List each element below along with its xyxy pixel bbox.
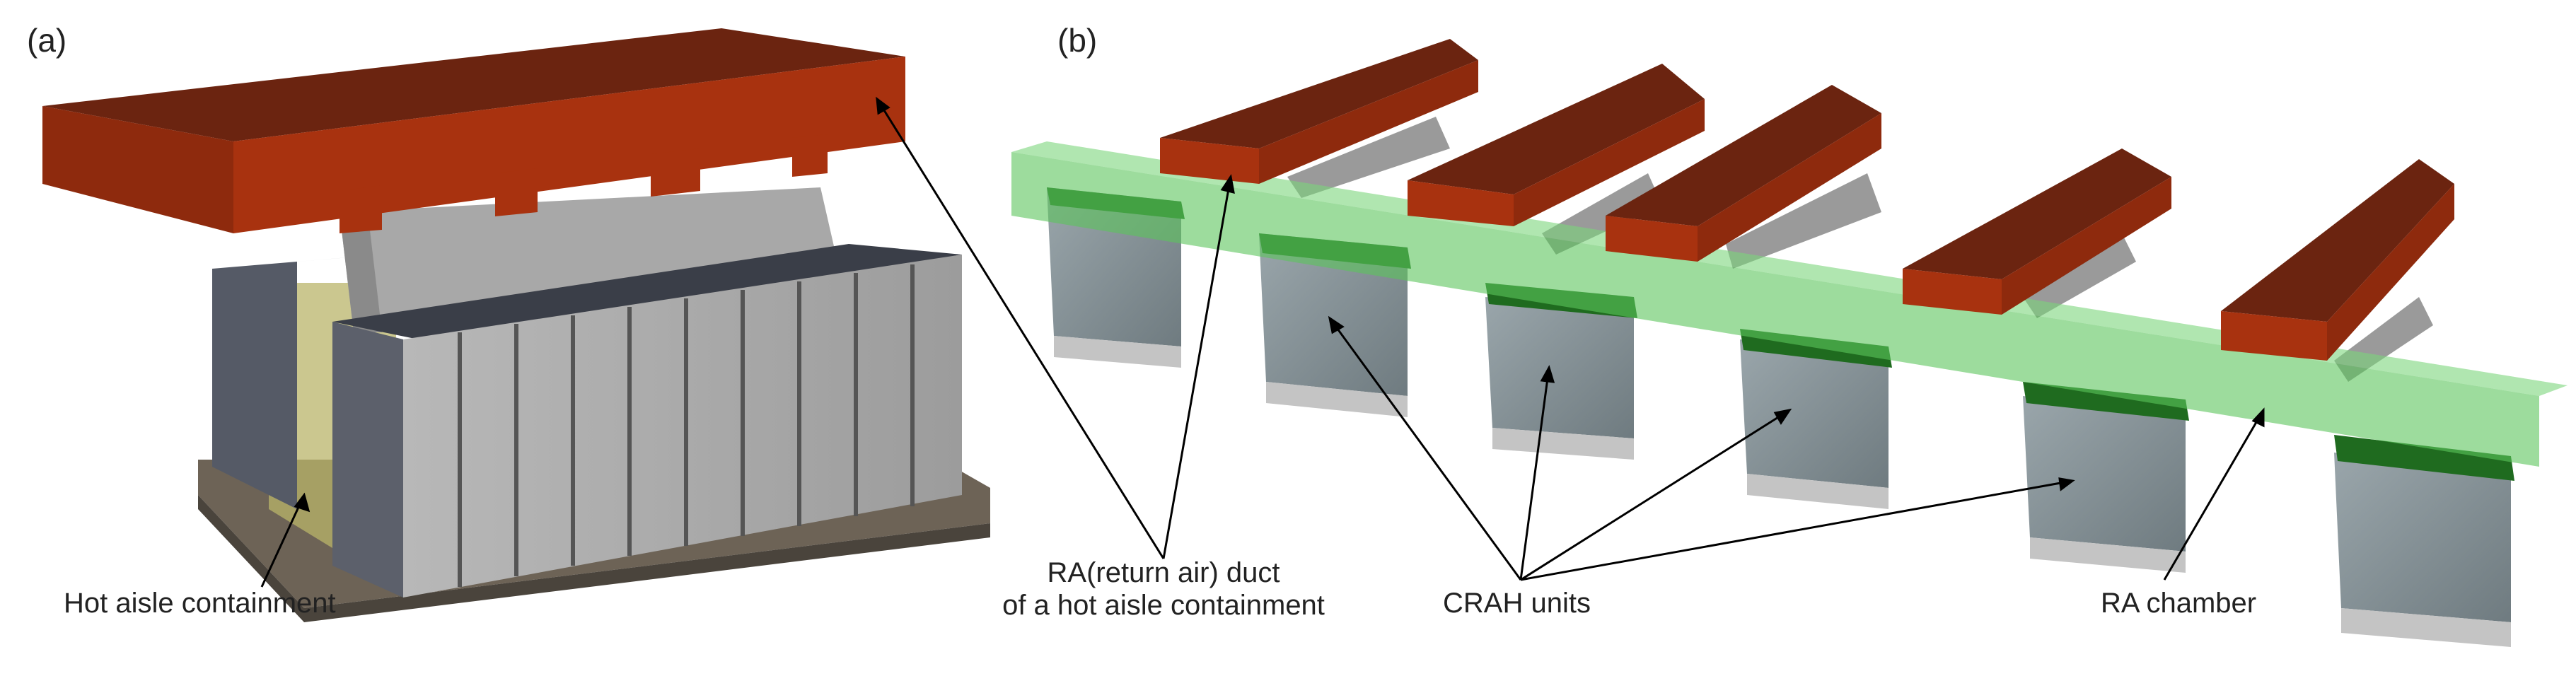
ra-chamber-top	[1011, 141, 2568, 396]
ra-duct-front	[42, 106, 233, 233]
crah-unit	[2023, 382, 2189, 573]
ra-duct-label-line1: RA(return air) duct	[1047, 557, 1280, 588]
duct-plenum-shadow	[340, 212, 382, 332]
rack-doors	[458, 264, 915, 587]
gray-duct	[1287, 117, 1450, 198]
crah-units-label: CRAH units	[1443, 588, 1591, 619]
ra-duct-leg	[340, 185, 382, 233]
panel-label-b: (b)	[1057, 22, 1098, 59]
ra-duct-leg	[792, 134, 828, 177]
ra-duct-top	[42, 28, 905, 141]
ra-duct-b	[1903, 148, 2171, 315]
rack-row-left	[212, 262, 297, 509]
panel-b-illustration	[1011, 39, 2568, 647]
gray-duct	[1726, 173, 1881, 269]
crah-unit	[2334, 435, 2514, 647]
gray-duct	[2023, 233, 2136, 318]
ra-chamber-label: RA chamber	[2101, 588, 2257, 619]
ra-duct-b	[1606, 85, 1881, 262]
ra-chamber-front	[1011, 152, 2539, 467]
ra-duct-label-line2: of a hot aisle containment	[1002, 590, 1325, 621]
ra-duct-b	[2221, 159, 2454, 361]
rack-row-right-top	[332, 244, 962, 346]
ra-duct-b	[1160, 39, 1478, 184]
ra-duct-leg	[651, 148, 700, 197]
rack-row-right-front	[403, 255, 962, 598]
ra-duct-long-front	[233, 57, 905, 233]
callout-lines	[260, 96, 2265, 588]
hot-aisle-label: Hot aisle containment	[64, 588, 336, 619]
rack-row-right-side	[332, 322, 403, 598]
panel-a-illustration	[42, 28, 990, 622]
ra-duct-b	[1408, 64, 1705, 226]
ra-duct-leg	[495, 168, 538, 216]
panel-label-a: (a)	[27, 22, 67, 59]
